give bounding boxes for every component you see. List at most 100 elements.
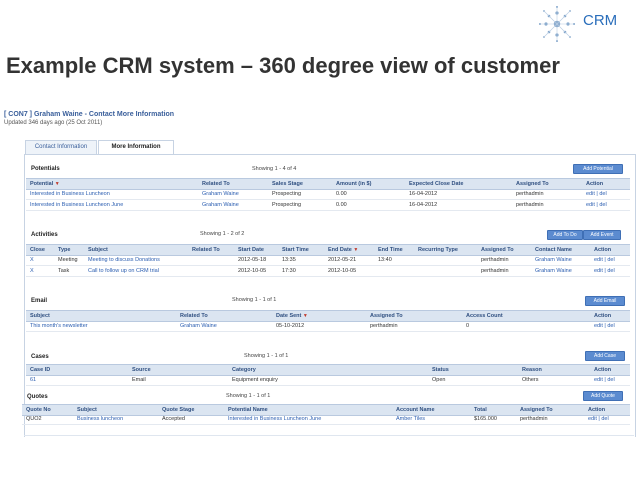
date-sent: 05-10-2012 [276, 323, 305, 329]
edit-delete-link[interactable]: edit | del [594, 257, 615, 263]
col-start-time[interactable]: Start Time [282, 247, 309, 253]
col-type[interactable]: Type [58, 247, 71, 253]
activity-type: Meeting [58, 257, 78, 263]
tab-contact-information[interactable]: Contact Information [25, 140, 97, 154]
potentials-showing: Showing 1 - 4 of 4 [252, 166, 297, 172]
close-date: 16-04-2012 [409, 202, 438, 208]
account-name-link[interactable]: Amber Tiles [396, 416, 426, 422]
potential-link[interactable]: Interested in Business Luncheon [30, 191, 110, 197]
col-action: Action [594, 247, 612, 253]
col-contact-name[interactable]: Contact Name [535, 247, 572, 253]
end-date: 2012-10-05 [328, 268, 357, 274]
start-time: 17:30 [282, 268, 296, 274]
tab-more-information[interactable]: More Information [98, 140, 174, 154]
sort-desc-icon: ▼ [353, 247, 359, 253]
cases-header: Case ID Source Category Status Reason Ac… [26, 364, 630, 376]
quote-subject-link[interactable]: Business luncheon [77, 416, 124, 422]
col-date-sent[interactable]: Date Sent ▼ [276, 313, 308, 319]
quote-stage: Accepted [162, 416, 185, 422]
col-potential-name[interactable]: Potential Name [228, 407, 268, 413]
col-sales-stage[interactable]: Sales Stage [272, 181, 303, 187]
activities-header: Close Type Subject Related To Start Date… [26, 244, 630, 256]
activity-subject-link[interactable]: Meeting to discuss Donations [88, 257, 160, 263]
edit-delete-link[interactable]: edit | del [586, 191, 607, 197]
col-expected-close-date[interactable]: Expected Close Date [409, 181, 464, 187]
col-related-to[interactable]: Related To [180, 313, 208, 319]
col-access-count[interactable]: Access Count [466, 313, 503, 319]
col-subject[interactable]: Subject [88, 247, 108, 253]
case-category: Equipment enquiry [232, 377, 278, 383]
col-assigned-to[interactable]: Assigned To [516, 181, 549, 187]
sort-desc-icon: ▼ [54, 181, 60, 187]
more-information-panel [24, 154, 636, 437]
start-time: 13:35 [282, 257, 296, 263]
col-related-to[interactable]: Related To [202, 181, 230, 187]
potential-name-link[interactable]: Interested in Business Luncheon June [228, 416, 322, 422]
assigned-to: perthadmin [370, 323, 398, 329]
edit-delete-link[interactable]: edit | del [594, 377, 615, 383]
contact-name-link[interactable]: Graham Waine [535, 268, 572, 274]
col-case-id[interactable]: Case ID [30, 367, 51, 373]
email-subject-link[interactable]: This month's newsletter [30, 323, 88, 329]
add-email-button[interactable]: Add Email [585, 296, 625, 306]
add-case-button[interactable]: Add Case [585, 351, 625, 361]
col-start-date[interactable]: Start Date [238, 247, 264, 253]
sales-stage: Prospecting [272, 202, 302, 208]
quotes-showing: Showing 1 - 1 of 1 [226, 393, 271, 399]
col-assigned-to[interactable]: Assigned To [481, 247, 514, 253]
related-to-link[interactable]: Graham Waine [180, 323, 217, 329]
edit-delete-link[interactable]: edit | del [586, 202, 607, 208]
close-activity-link[interactable]: X [30, 268, 34, 274]
close-activity-link[interactable]: X [30, 257, 34, 263]
add-to-do-button[interactable]: Add To Do [547, 230, 583, 240]
col-source[interactable]: Source [132, 367, 151, 373]
col-action: Action [594, 313, 612, 319]
col-quote-stage[interactable]: Quote Stage [162, 407, 195, 413]
col-end-date[interactable]: End Date ▼ [328, 247, 359, 253]
assigned-to: perthadmin [520, 416, 548, 422]
related-to-link[interactable]: Graham Waine [202, 202, 239, 208]
edit-delete-link[interactable]: edit | del [594, 268, 615, 274]
related-to-link[interactable]: Graham Waine [202, 191, 239, 197]
col-subject[interactable]: Subject [30, 313, 50, 319]
col-related-to[interactable]: Related To [192, 247, 220, 253]
edit-delete-link[interactable]: edit | del [588, 416, 609, 422]
activity-subject-link[interactable]: Call to follow up on CRM trial [88, 268, 159, 274]
quote-no: QUO2 [26, 416, 42, 422]
col-assigned-to[interactable]: Assigned To [370, 313, 403, 319]
col-assigned-to[interactable]: Assigned To [520, 407, 553, 413]
col-account-name[interactable]: Account Name [396, 407, 435, 413]
add-event-button[interactable]: Add Event [583, 230, 621, 240]
col-recurring-type[interactable]: Recurring Type [418, 247, 458, 253]
edit-delete-link[interactable]: edit | del [594, 323, 615, 329]
activity-type: Task [58, 268, 70, 274]
col-potential[interactable]: Potential ▼ [30, 181, 60, 187]
col-quote-no[interactable]: Quote No [26, 407, 51, 413]
col-close[interactable]: Close [30, 247, 45, 253]
table-row: Interested in Business Luncheon June Gra… [26, 201, 630, 211]
col-end-time[interactable]: End Time [378, 247, 403, 253]
amount: 0.00 [336, 191, 347, 197]
add-quote-button[interactable]: Add Quote [583, 391, 623, 401]
email-header: Subject Related To Date Sent ▼ Assigned … [26, 310, 630, 322]
col-total[interactable]: Total [474, 407, 487, 413]
col-subject[interactable]: Subject [77, 407, 97, 413]
table-row: Interested in Business Luncheon Graham W… [26, 190, 630, 200]
email-title: Email [31, 298, 48, 304]
add-potential-button[interactable]: Add Potential [573, 164, 623, 174]
col-action: Action [586, 181, 604, 187]
col-status[interactable]: Status [432, 367, 449, 373]
contact-name-link[interactable]: Graham Waine [535, 257, 572, 263]
potentials-header: Potential ▼ Related To Sales Stage Amoun… [26, 178, 630, 190]
col-category[interactable]: Category [232, 367, 256, 373]
crm-logo-icon [539, 6, 575, 42]
case-id-link[interactable]: 61 [30, 377, 37, 383]
potential-link[interactable]: Interested in Business Luncheon June [30, 202, 124, 208]
col-reason[interactable]: Reason [522, 367, 542, 373]
col-action: Action [594, 367, 612, 373]
start-date: 2012-10-05 [238, 268, 267, 274]
table-row: 61 Email Equipment enquiry Open Others e… [26, 376, 630, 386]
table-row: X Task Call to follow up on CRM trial 20… [26, 267, 630, 277]
col-amount[interactable]: Amount (in $) [336, 181, 372, 187]
assigned-to: perthadmin [516, 191, 544, 197]
